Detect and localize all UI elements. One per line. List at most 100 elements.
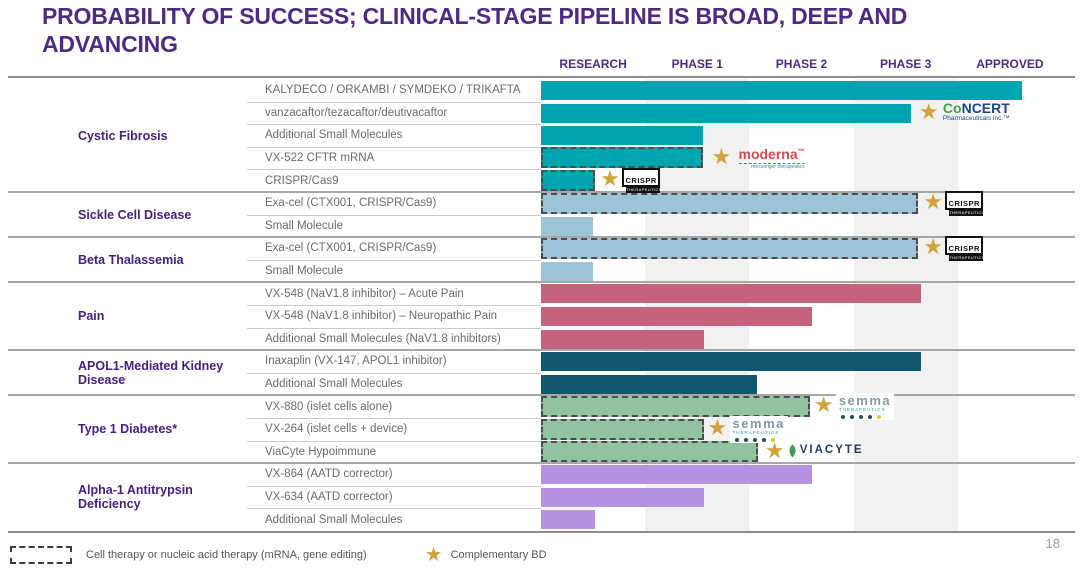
program-label: Additional Small Molecules — [265, 129, 403, 142]
row-separator-line — [247, 101, 541, 103]
complementary-bd-star-icon: ★ — [600, 166, 620, 192]
group-divider-line — [8, 462, 1075, 465]
semma-dot — [770, 437, 775, 442]
disease-label: Alpha-1 Antitrypsin Deficiency — [78, 483, 193, 512]
pipeline-bar — [541, 284, 922, 304]
program-label: Exa-cel (CTX001, CRISPR/Cas9) — [265, 197, 437, 210]
column-header-phase-1: PHASE 1 — [671, 57, 723, 71]
pipeline-bar — [541, 487, 704, 507]
complementary-bd-star-icon: ★ — [918, 98, 939, 124]
pipeline-bar — [541, 374, 757, 394]
pipeline-bar — [541, 329, 704, 349]
complementary-bd-star-icon: ★ — [707, 415, 728, 440]
program-label: Additional Small Molecules — [265, 513, 403, 526]
legend-star-label: Complementary BD — [450, 549, 547, 561]
row-separator-line — [247, 214, 541, 216]
row-separator-line — [247, 485, 541, 487]
header-divider-line — [8, 76, 1075, 78]
program-label: VX-864 (AATD corrector) — [265, 468, 393, 481]
complementary-bd-star-icon: ★ — [764, 437, 785, 463]
phase3-background-band — [853, 79, 958, 531]
pipeline-bar — [541, 103, 911, 123]
pipeline-bar — [541, 126, 703, 146]
pipeline-bar — [541, 192, 919, 214]
disease-label: Cystic Fibrosis — [78, 128, 168, 143]
pipeline-bar — [541, 169, 596, 191]
row-separator-line — [247, 124, 541, 126]
row-separator-line — [247, 169, 541, 171]
program-label: VX-548 (NaV1.8 inhibitor) – Acute Pain — [265, 287, 464, 300]
row-separator-line — [247, 418, 541, 419]
row-separator-line — [247, 146, 541, 148]
legend: Cell therapy or nucleic acid therapy (mR… — [10, 543, 710, 567]
complementary-bd-star-icon: ★ — [711, 143, 732, 169]
slide-title-line2: ADVANCING — [42, 30, 178, 57]
semma-dot — [734, 437, 739, 442]
disease-label: Beta Thalassemia — [78, 252, 184, 267]
pipeline-bar — [541, 418, 704, 440]
row-separator-line — [247, 508, 541, 510]
dashed-box-legend-swatch — [10, 546, 72, 564]
column-header-approved: APPROVED — [976, 57, 1044, 71]
program-label: VX-634 (AATD corrector) — [265, 491, 393, 504]
viacyte-logo: VIACYTE — [787, 444, 864, 458]
program-label: Exa-cel (CTX001, CRISPR/Cas9) — [265, 242, 437, 255]
group-divider-line — [8, 394, 1075, 397]
pipeline-bar — [541, 216, 594, 236]
semma-dot — [761, 437, 766, 442]
complementary-bd-star-icon: ★ — [923, 234, 943, 260]
pipeline-bar — [541, 395, 810, 417]
semma-dot — [840, 414, 845, 419]
row-separator-line — [247, 305, 541, 306]
pipeline-bar — [541, 307, 812, 326]
program-label: VX-880 (islet cells alone) — [265, 400, 393, 413]
program-label: vanzacaftor/tezacaftor/deutivacaftor — [265, 106, 448, 119]
group-divider-line — [8, 281, 1075, 284]
pipeline-bar — [541, 81, 1023, 100]
column-header-research: RESEARCH — [559, 57, 627, 71]
program-label: Small Molecule — [265, 219, 343, 232]
program-label: CRISPR/Cas9 — [265, 174, 339, 187]
complementary-bd-star-icon: ★ — [923, 189, 943, 214]
pipeline-bar — [541, 261, 594, 281]
complementary-bd-star-icon: ★ — [813, 392, 834, 418]
semma-dot — [858, 414, 863, 419]
row-separator-line — [247, 440, 541, 442]
row-separator-line — [247, 327, 541, 329]
row-separator-line — [247, 259, 541, 261]
semma-dot — [743, 437, 748, 442]
semma-dot — [752, 437, 757, 442]
program-label: VX-522 CFTR mRNA — [265, 152, 375, 165]
pipeline-bar — [541, 510, 596, 530]
pipeline-bar — [541, 441, 758, 463]
pipeline-bar — [541, 147, 703, 169]
disease-label: APOL1-Mediated Kidney Disease — [78, 358, 224, 387]
column-header-phase-3: PHASE 3 — [880, 57, 932, 71]
disease-label: Sickle Cell Disease — [78, 207, 192, 222]
viacyte-leaf-icon — [789, 444, 796, 458]
table-bottom-line — [8, 531, 1075, 533]
semma-dot — [849, 414, 854, 419]
row-separator-line — [247, 372, 541, 374]
page-number: 18 — [1045, 536, 1060, 551]
semma-dot — [867, 414, 872, 419]
slide-title: PROBABILITY OF SUCCESS; CLINICAL-STAGE P… — [42, 3, 1022, 58]
program-label: Additional Small Molecules (NaV1.8 inhib… — [265, 332, 501, 345]
program-label: ViaCyte Hypoimmune — [265, 445, 377, 458]
column-header-phase-2: PHASE 2 — [775, 57, 828, 71]
program-label: KALYDECO / ORKAMBI / SYMDEKO / TRIKAFTA — [265, 84, 521, 97]
program-label: Inaxaplin (VX-147, APOL1 inhibitor) — [265, 355, 447, 368]
slide-title-line1: PROBABILITY OF SUCCESS; CLINICAL-STAGE P… — [42, 3, 908, 29]
pipeline-bar — [541, 352, 922, 372]
disease-label: Type 1 Diabetes* — [78, 422, 178, 437]
complementary-bd-star-icon: ★ — [424, 544, 443, 566]
program-label: VX-548 (NaV1.8 inhibitor) – Neuropathic … — [265, 310, 498, 323]
legend-dashed-label: Cell therapy or nucleic acid therapy (mR… — [86, 549, 367, 561]
group-divider-line — [8, 349, 1075, 352]
